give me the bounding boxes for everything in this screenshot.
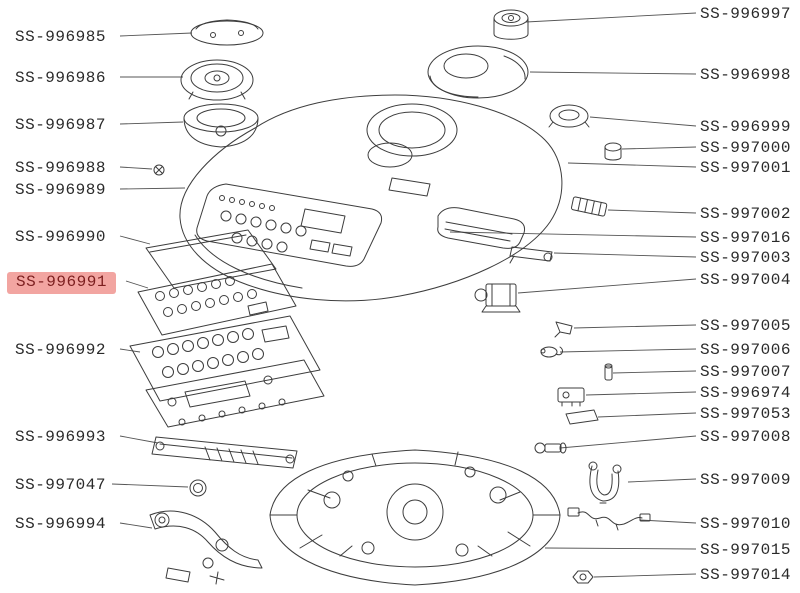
part-label-ss-996986[interactable]: SS-996986 <box>15 69 106 87</box>
part-drawing-faceplate-overlay <box>145 229 277 289</box>
part-drawing-screw <box>153 164 165 176</box>
part-drawing-base-housing <box>269 449 561 586</box>
part-drawing-keypad-membrane <box>137 263 297 336</box>
part-drawing-wire-harness <box>567 507 651 531</box>
part-drawing-small-disc <box>548 104 590 128</box>
part-label-ss-996988[interactable]: SS-996988 <box>15 159 106 177</box>
part-label-ss-997001[interactable]: SS-997001 <box>700 159 791 177</box>
part-drawing-hex-nut <box>572 570 594 584</box>
part-drawing-solenoid <box>474 283 521 313</box>
part-drawing-circuit-board <box>129 315 325 428</box>
part-drawing-pin <box>604 363 613 381</box>
part-label-ss-996985[interactable]: SS-996985 <box>15 28 106 46</box>
part-label-ss-997053[interactable]: SS-997053 <box>700 405 791 423</box>
part-label-ss-997008[interactable]: SS-997008 <box>700 428 791 446</box>
part-drawing-support-bracket <box>151 436 298 469</box>
leader-lines <box>111 12 697 578</box>
part-label-ss-996991[interactable]: SS-996991 <box>7 272 116 294</box>
part-drawing-hinge-bracket <box>588 461 622 504</box>
part-drawing-valve-cup <box>183 103 259 148</box>
part-label-ss-996997[interactable]: SS-996997 <box>700 5 791 23</box>
part-drawing-connector <box>570 196 608 217</box>
part-drawing-hinge-arm <box>149 510 263 585</box>
part-label-ss-997009[interactable]: SS-997009 <box>700 471 791 489</box>
part-label-ss-996998[interactable]: SS-996998 <box>700 66 791 84</box>
part-label-ss-996993[interactable]: SS-996993 <box>15 428 106 446</box>
part-drawing-top-housing <box>179 94 563 302</box>
part-label-ss-996974[interactable]: SS-996974 <box>700 384 791 402</box>
part-label-ss-996989[interactable]: SS-996989 <box>15 181 106 199</box>
part-drawing-cap-cylinder <box>493 9 529 40</box>
part-label-ss-997047[interactable]: SS-997047 <box>15 476 106 494</box>
part-drawing-tiny-cap <box>604 142 622 161</box>
part-drawing-lid-handle <box>427 45 529 99</box>
part-label-ss-997007[interactable]: SS-997007 <box>700 363 791 381</box>
part-drawing-pin-assembly <box>534 442 567 454</box>
part-label-ss-997014[interactable]: SS-997014 <box>700 566 791 584</box>
part-drawing-steam-valve <box>180 59 254 101</box>
part-label-ss-997005[interactable]: SS-997005 <box>700 317 791 335</box>
part-label-ss-997004[interactable]: SS-997004 <box>700 271 791 289</box>
part-drawing-clip <box>554 321 573 338</box>
part-label-ss-997002[interactable]: SS-997002 <box>700 205 791 223</box>
part-label-ss-996994[interactable]: SS-996994 <box>15 515 106 533</box>
part-label-ss-997016[interactable]: SS-997016 <box>700 229 791 247</box>
part-label-ss-996999[interactable]: SS-996999 <box>700 118 791 136</box>
part-label-ss-997000[interactable]: SS-997000 <box>700 139 791 157</box>
part-label-ss-996992[interactable]: SS-996992 <box>15 341 106 359</box>
part-label-ss-997015[interactable]: SS-997015 <box>700 541 791 559</box>
part-label-ss-997003[interactable]: SS-997003 <box>700 249 791 267</box>
part-label-ss-997010[interactable]: SS-997010 <box>700 515 791 533</box>
part-drawing-o-ring <box>189 479 207 497</box>
part-drawing-lid-cap <box>190 19 264 46</box>
part-label-ss-996990[interactable]: SS-996990 <box>15 228 106 246</box>
part-label-ss-997006[interactable]: SS-997006 <box>700 341 791 359</box>
part-label-ss-996987[interactable]: SS-996987 <box>15 116 106 134</box>
part-drawing-micro-switch <box>557 387 585 407</box>
part-drawing-latch-lever <box>509 246 553 264</box>
part-drawing-flat-pad <box>565 409 599 425</box>
part-drawing-hook <box>540 346 564 358</box>
